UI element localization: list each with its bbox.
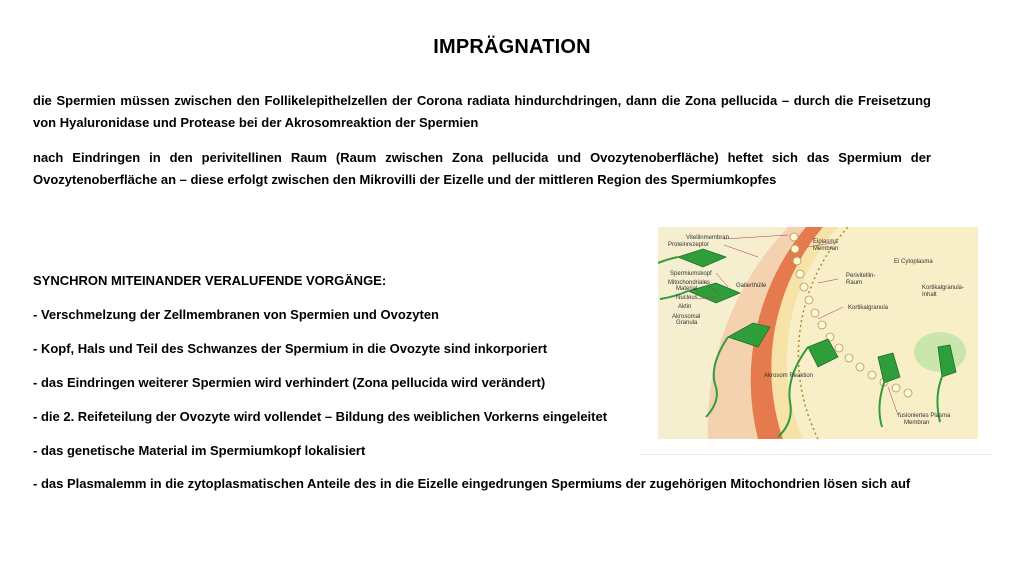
fertilization-diagram: Vitellinmembran Proteinrezeptor Spermium… <box>658 227 978 439</box>
sperm-head <box>877 352 901 384</box>
list-item: - Verschmelzung der Zellmembranen von Sp… <box>33 307 439 322</box>
label-aktin: Aktin <box>678 304 691 310</box>
label-perivitellin: Perivitellin- <box>846 273 875 279</box>
paragraph-zona-penetration: die Spermien müssen zwischen den Follike… <box>33 93 931 130</box>
sperm-head <box>937 344 957 378</box>
sperm-head <box>807 338 839 368</box>
page-title: IMPRÄGNATION <box>433 36 591 58</box>
list-item: - das Eindringen weiterer Spermien wird … <box>33 375 546 390</box>
label-material: Material <box>676 286 697 292</box>
oocyte-membrane <box>797 227 849 439</box>
label-kortikalgranula-inhalt: Kortikalgranula- <box>922 285 964 291</box>
sperm-cells <box>676 248 957 384</box>
sperm-tails <box>658 256 943 438</box>
paragraph-perivitelline-attachment: nach Eindringen in den perivitellinen Ra… <box>33 150 931 187</box>
label-raum: Raum <box>846 280 862 286</box>
label-eiplasma: Eiplasma <box>813 239 838 245</box>
oocyte-cytoplasm <box>786 227 978 439</box>
list-item: - Kopf, Hals und Teil des Schwanzes der … <box>33 341 548 356</box>
figure-divider <box>640 454 992 455</box>
label-inhalt: Inhalt <box>922 292 937 298</box>
label-vitellinmembran: Vitellinmembran <box>686 235 729 241</box>
section-heading: SYNCHRON MITEINANDER VERALUFENDE VORGÄNG… <box>33 273 387 288</box>
perivitelline-band <box>771 227 838 439</box>
zona-band <box>750 227 823 439</box>
label-spermiumskopf: Spermiumskopf <box>670 271 712 277</box>
label-proteinrezeptor: Proteinrezeptor <box>668 242 709 248</box>
list-item: - die 2. Reifeteilung der Ovozyte wird v… <box>33 409 608 424</box>
label-mitochondriales: Mitochondriales <box>668 280 710 286</box>
list-item: - das Plasmalemm in die zytoplasmatische… <box>33 476 911 491</box>
diagram-labels: Vitellinmembran Proteinrezeptor Spermium… <box>668 235 964 426</box>
label-fusioniertes-membran: Membran <box>904 420 929 426</box>
sperm-head <box>727 322 771 348</box>
list-item: - das genetische Material im Spermiumkop… <box>33 443 366 458</box>
label-membran: Membran <box>813 246 838 252</box>
label-granula: Granula <box>676 320 698 326</box>
label-fusioniertes-plasma: fusioniertes Plasma <box>898 413 951 419</box>
sperm-head <box>676 248 728 268</box>
label-ei-cytoplasma: Ei Cytoplasma <box>894 259 933 265</box>
label-akrosom-reaktion: Akrosom Reaktion <box>764 373 813 379</box>
label-kortikalgranula: Kortikalgranula <box>848 305 889 311</box>
label-pointers <box>697 234 899 416</box>
label-akrosomal: Akrosomal <box>672 314 700 320</box>
sperm-head <box>686 282 742 304</box>
label-gallerthuelle: Gallerthülle <box>736 283 767 289</box>
label-nucleus: Nucleus <box>676 295 698 301</box>
